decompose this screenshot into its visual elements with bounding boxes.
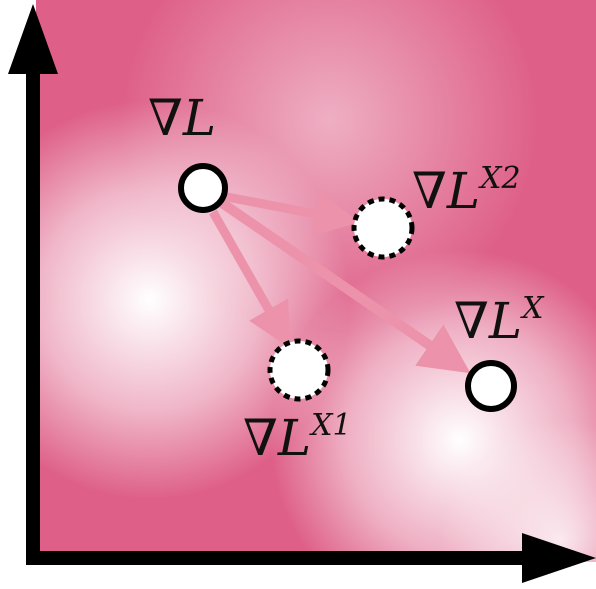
arrow-to-grad-x: [219, 198, 471, 374]
loss-letter: L: [446, 162, 480, 220]
background-field: [36, 0, 596, 562]
superscript-x: X: [520, 291, 545, 326]
loss-letter: L: [182, 89, 216, 147]
arrow-to-grad-x2: [221, 191, 360, 237]
label-grad-x1: ∇LX1: [243, 408, 352, 467]
nodes: [178, 163, 517, 412]
nabla-symbol: ∇: [454, 292, 489, 350]
node-grad: [178, 163, 228, 213]
loss-letter: L: [488, 292, 522, 350]
nabla-symbol: ∇: [412, 162, 447, 220]
label-grad-x2: ∇LX2: [412, 161, 521, 220]
nabla-symbol: ∇: [243, 409, 278, 467]
nabla-symbol: ∇: [148, 89, 183, 147]
superscript-x1: X1: [309, 408, 351, 443]
x-axis-arrowhead: [522, 533, 596, 583]
loss-letter: L: [277, 409, 311, 467]
superscript-x2: X2: [478, 161, 520, 196]
gradient-arrows: [209, 191, 471, 374]
labels: ∇L ∇LX2 ∇LX ∇LX1: [148, 89, 545, 467]
node-grad-x2: [351, 196, 415, 260]
y-axis-arrowhead: [8, 4, 58, 74]
label-grad-x: ∇LX: [454, 291, 545, 350]
axes: [8, 4, 596, 583]
background-glow-corner: [36, 0, 596, 562]
label-grad: ∇L: [148, 89, 216, 147]
node-grad-x1: [267, 338, 331, 402]
node-grad-x: [465, 360, 517, 412]
arrow-to-grad-x1: [209, 209, 291, 349]
